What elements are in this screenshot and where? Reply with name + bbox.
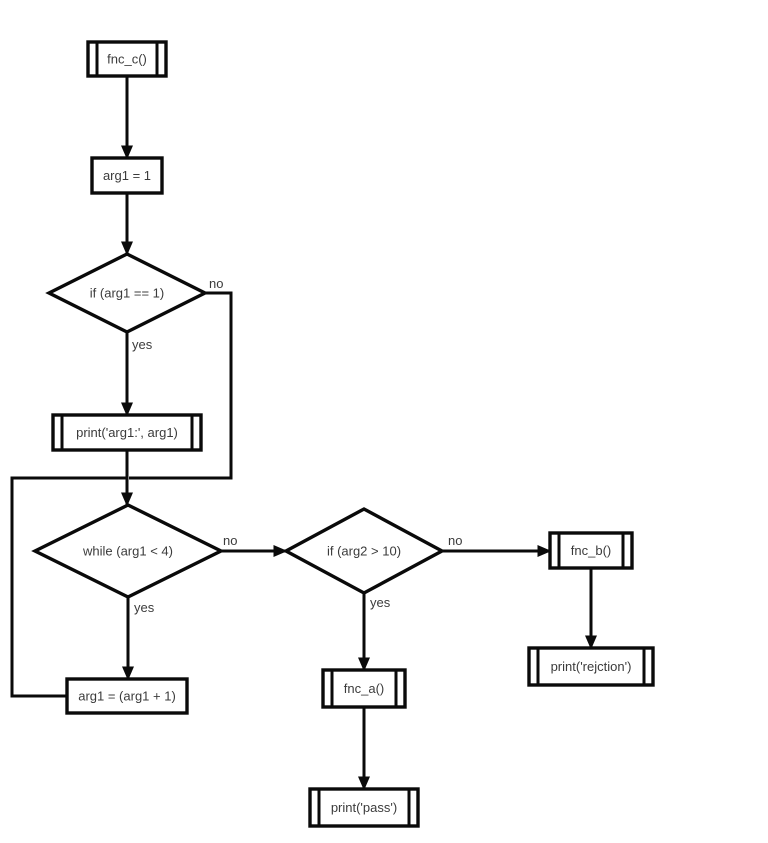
edge-labels-layer: yes no yes no yes no xyxy=(132,276,462,615)
node-label-print-pass: print('pass') xyxy=(331,800,397,815)
node-print-arg1: print('arg1:', arg1) xyxy=(51,413,203,452)
edge-label-while-yes: yes xyxy=(134,600,155,615)
decision-shape-if-arg2 xyxy=(282,507,446,595)
node-label-while-arg1: while (arg1 < 4) xyxy=(82,544,173,559)
node-label-print-rejction: print('rejction') xyxy=(551,659,632,674)
edge-label-if-arg1-no: no xyxy=(209,276,223,291)
edge-if-arg1-no xyxy=(129,291,233,480)
node-label-print-arg1: print('arg1:', arg1) xyxy=(76,425,178,440)
node-fnc-a: fnc_a() xyxy=(321,668,407,709)
edge-label-if-arg1-yes: yes xyxy=(132,337,153,352)
decision-shape-while-arg1 xyxy=(31,503,225,599)
node-label-if-arg1: if (arg1 == 1) xyxy=(90,286,164,301)
node-fnc-b: fnc_b() xyxy=(548,531,634,570)
node-label-fnc-c: fnc_c() xyxy=(107,52,147,67)
edge-label-if-arg2-yes: yes xyxy=(370,595,391,610)
subroutine-shape-fnc-b xyxy=(548,531,634,570)
node-if-arg1: if (arg1 == 1) xyxy=(45,252,209,334)
process-shape-arg1-init xyxy=(90,156,164,195)
edge-label-while-no: no xyxy=(223,533,237,548)
subroutine-shape-fnc-c xyxy=(86,40,168,78)
node-if-arg2: if (arg2 > 10) xyxy=(282,507,446,595)
edge-inc-loopback xyxy=(10,476,126,698)
node-label-arg1-inc: arg1 = (arg1 + 1) xyxy=(78,689,176,704)
node-arg1-inc: arg1 = (arg1 + 1) xyxy=(65,677,189,715)
subroutine-shape-fnc-a xyxy=(321,668,407,709)
node-label-fnc-a: fnc_a() xyxy=(344,681,384,696)
node-print-rejction: print('rejction') xyxy=(527,646,655,687)
node-arg1-init: arg1 = 1 xyxy=(90,156,164,195)
subroutine-shape-print-pass xyxy=(308,787,420,828)
node-label-if-arg2: if (arg2 > 10) xyxy=(327,544,401,559)
edge-label-if-arg2-no: no xyxy=(448,533,462,548)
node-while-arg1: while (arg1 < 4) xyxy=(31,503,225,599)
subroutine-shape-print-arg1 xyxy=(51,413,203,452)
decision-shape-if-arg1 xyxy=(45,252,209,334)
node-label-arg1-init: arg1 = 1 xyxy=(103,168,151,183)
edges-layer xyxy=(10,76,597,791)
process-shape-arg1-inc xyxy=(65,677,189,715)
node-fnc-c: fnc_c() xyxy=(86,40,168,78)
subroutine-shape-print-rejction xyxy=(527,646,655,687)
node-label-fnc-b: fnc_b() xyxy=(571,543,611,558)
node-print-pass: print('pass') xyxy=(308,787,420,828)
nodes-layer: fnc_c() arg1 = 1 if (arg1 == 1) print('arg1… xyxy=(31,40,655,828)
